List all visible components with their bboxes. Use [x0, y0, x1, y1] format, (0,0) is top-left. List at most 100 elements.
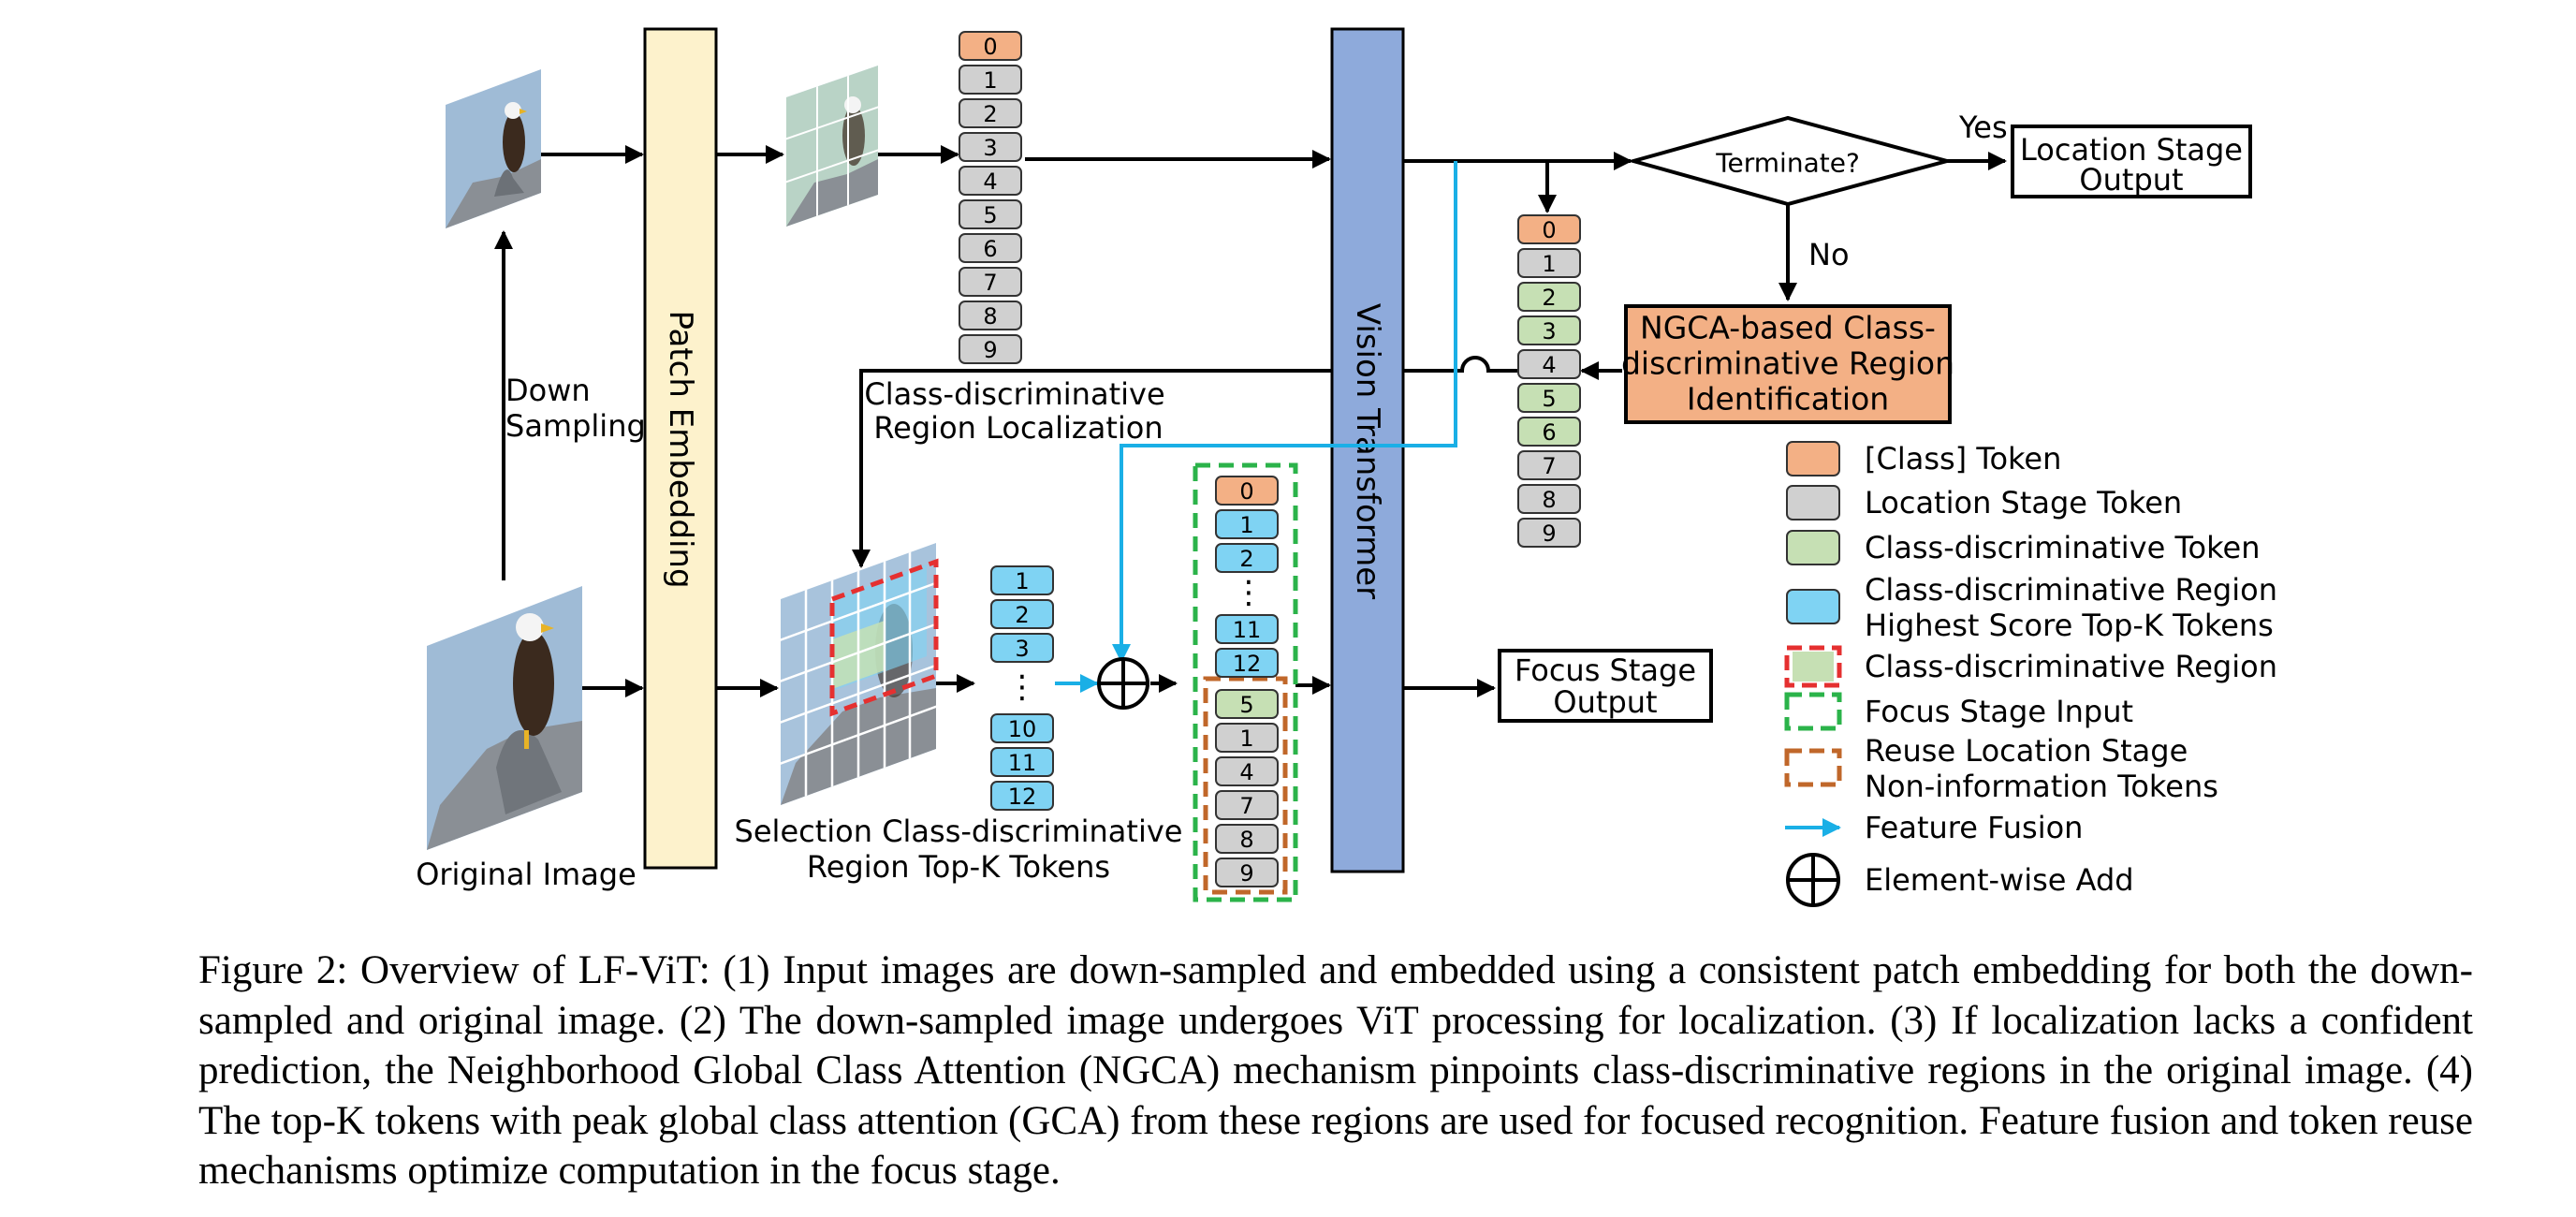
focus-output-line1: Focus Stage	[1515, 652, 1696, 688]
location-token: 5	[959, 199, 1022, 229]
focus-input-token: 0	[1215, 476, 1279, 506]
legend-item-class-discriminative-token: Class-discriminative Token	[1786, 530, 2260, 565]
location-token: 4	[959, 166, 1022, 196]
legend-item-feature-fusion: Feature Fusion	[1785, 810, 2083, 845]
location-output-line2: Output	[2079, 162, 2183, 198]
location-output-token: 7	[1517, 450, 1581, 480]
reuse-token: 8	[1215, 824, 1279, 854]
legend-item-focus-stage-input: Focus Stage Input	[1784, 692, 2133, 731]
svg-text:1: 1	[1542, 251, 1556, 277]
svg-text:5: 5	[1542, 386, 1556, 412]
svg-text:0: 0	[1239, 478, 1253, 505]
location-output-token: 4	[1517, 349, 1581, 379]
location-output-token: 2	[1517, 282, 1581, 312]
focus-input-token: 11	[1215, 614, 1279, 644]
vision-transformer-block	[1330, 27, 1405, 873]
svg-text:2: 2	[1542, 285, 1556, 311]
topk-token: 12	[990, 781, 1054, 811]
focus-stage-input-outline	[1193, 462, 1298, 902]
svg-text:3: 3	[1015, 636, 1029, 662]
svg-text:1: 1	[1015, 568, 1029, 594]
topk-token: 10	[990, 713, 1054, 743]
vision-transformer-label: Vision Transformer	[1349, 303, 1386, 599]
location-output-token: 1	[1517, 248, 1581, 278]
svg-text:6: 6	[983, 236, 997, 262]
legend-symbol-location-stage-token	[1786, 485, 1840, 521]
focus-ellipsis: ⋮	[1233, 574, 1265, 611]
location-token: 1	[959, 65, 1022, 95]
reuse-token: 1	[1215, 723, 1279, 753]
original-image	[427, 586, 582, 850]
svg-text:3: 3	[983, 135, 997, 161]
flow-lines	[494, 145, 2007, 697]
svg-text:5: 5	[1239, 692, 1253, 718]
location-token: 3	[959, 132, 1022, 162]
legend-item-class-token: [Class] Token	[1786, 441, 2061, 477]
patch-embedding-block	[643, 27, 718, 870]
down-sampling-line2: Sampling	[505, 408, 646, 444]
original-image-label: Original Image	[416, 857, 637, 892]
svg-text:8: 8	[1239, 827, 1253, 853]
patch-grid-image	[781, 543, 939, 805]
svg-text:10: 10	[1008, 716, 1037, 742]
location-token: 6	[959, 233, 1022, 263]
reuse-token: 5	[1215, 689, 1279, 719]
legend-label: Non-information Tokens	[1865, 769, 2218, 804]
location-output-token: 0	[1517, 214, 1581, 244]
element-wise-add-icon	[1097, 657, 1149, 710]
location-token: 0	[959, 31, 1022, 61]
svg-text:12: 12	[1008, 784, 1037, 810]
location-token: 7	[959, 267, 1022, 297]
svg-text:1: 1	[1239, 512, 1253, 538]
svg-text:4: 4	[1542, 352, 1556, 378]
location-output-token: 8	[1517, 484, 1581, 514]
patch-embedding-label: Patch Embedding	[662, 310, 699, 588]
svg-text:7: 7	[1542, 453, 1556, 479]
svg-text:9: 9	[1542, 521, 1556, 547]
reuse-tokens-outline	[1203, 676, 1288, 895]
reuse-token: 7	[1215, 790, 1279, 820]
legend-label: Feature Fusion	[1865, 810, 2083, 845]
figure-caption: Figure 2: Overview of LF-ViT: (1) Input …	[198, 948, 2473, 1193]
localization-line1: Class-discriminative	[864, 376, 1164, 412]
svg-text:11: 11	[1233, 617, 1262, 643]
legend-label: [Class] Token	[1865, 441, 2061, 477]
down-sampling-line1: Down	[505, 373, 591, 408]
localization-line2: Region Localization	[873, 410, 1163, 446]
svg-text:7: 7	[1239, 793, 1253, 819]
location-output-token: 5	[1517, 383, 1581, 413]
svg-text:5: 5	[983, 202, 997, 228]
small-image	[446, 69, 541, 228]
legend-symbol-topk-token	[1786, 589, 1840, 624]
terminate-label: Terminate?	[1715, 148, 1860, 179]
location-token: 9	[959, 334, 1022, 364]
focus-input-token: 1	[1215, 509, 1279, 539]
svg-text:7: 7	[983, 270, 997, 296]
svg-text:1: 1	[1239, 726, 1253, 752]
feature-fusion-path	[1112, 161, 1457, 663]
legend-symbol-element-wise-add	[1786, 853, 1840, 907]
reuse-token: 4	[1215, 756, 1279, 786]
svg-text:1: 1	[983, 67, 997, 94]
legend-symbol-focus-stage-input	[1784, 692, 1842, 731]
yes-label: Yes	[1958, 110, 2008, 145]
legend-label: Location Stage Token	[1865, 485, 2182, 521]
svg-text:4: 4	[1239, 759, 1253, 785]
svg-text:8: 8	[983, 303, 997, 330]
ngca-line3: Identification	[1687, 381, 1889, 418]
focus-input-token: 12	[1215, 648, 1279, 678]
svg-text:9: 9	[983, 337, 997, 363]
svg-text:0: 0	[1542, 217, 1556, 243]
reuse-token: 9	[1215, 858, 1279, 887]
legend-label: Focus Stage Input	[1865, 694, 2133, 729]
legend-label: Class-discriminative Region	[1865, 572, 2277, 608]
legend-symbol-reuse-tokens	[1784, 748, 1842, 787]
terminate-decision	[1626, 115, 1954, 207]
selection-line2: Region Top-K Tokens	[807, 849, 1110, 885]
